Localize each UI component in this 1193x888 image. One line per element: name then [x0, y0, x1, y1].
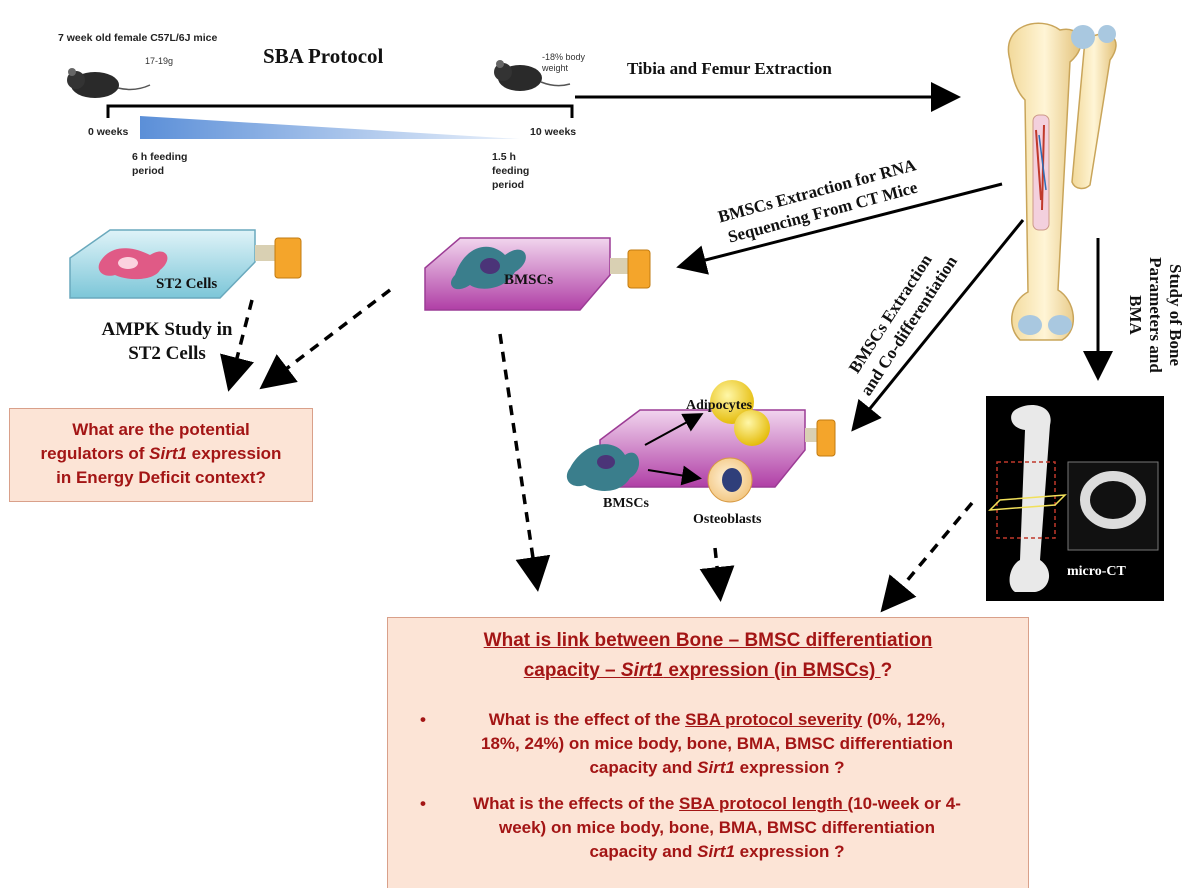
question-left-box: What are the potential regulators of Sir…	[9, 408, 313, 502]
codiff-arrow	[851, 219, 1025, 432]
study-label-line1: Study of Bone	[1166, 263, 1185, 367]
mouse-start-weight: 17-19g	[145, 56, 174, 66]
study-label-line3: BMA	[1126, 295, 1145, 335]
end-feeding-label: 1.5 h feeding period	[492, 151, 530, 191]
end-week-label: 10 weeks	[530, 126, 577, 138]
bmsc-flask-label: BMSCs	[504, 272, 554, 288]
st2-flask	[69, 229, 302, 299]
mouse-end-weight: -18% body weight	[542, 52, 586, 73]
question-severity: • What is the effect of the SBA protocol…	[420, 710, 953, 777]
st2-flask-label: ST2 Cells	[156, 276, 218, 292]
feeding-gradient	[140, 116, 520, 139]
bmscs-cell-label: BMSCs	[603, 496, 649, 511]
ampk-label: AMPK Study in ST2 Cells	[62, 318, 272, 366]
question-left-line3: in Energy Deficit context?	[56, 468, 266, 487]
mouse-end-icon	[494, 60, 571, 91]
adipocytes-label: Adipocytes	[686, 398, 753, 413]
question-main-heading-line1: What is link between Bone – BMSC differe…	[483, 630, 933, 651]
rna-arrow	[676, 182, 1003, 275]
question-length: • What is the effects of the SBA protoco…	[420, 794, 961, 861]
osteoblasts-label: Osteoblasts	[693, 512, 762, 527]
study-label-line2: Parameters and	[1146, 257, 1165, 373]
ampk-label-line1: AMPK Study in	[101, 319, 233, 340]
question-main-heading-line2: capacity – Sirt1 expression (in BMSCs) ?	[523, 660, 893, 681]
ampk-label-line2: ST2 Cells	[128, 343, 206, 364]
codiff-flask	[566, 380, 836, 503]
start-week-label: 0 weeks	[88, 126, 129, 138]
extraction-label: Tibia and Femur Extraction	[627, 59, 832, 78]
bmsc-flask	[424, 237, 651, 311]
microct-panel	[986, 396, 1164, 601]
question-left-line1: What are the potential	[72, 420, 250, 439]
mouse-start-label: 7 week old female C57L/6J mice	[58, 32, 218, 44]
question-main-heading: What is link between Bone – BMSC differe…	[388, 626, 1028, 686]
microct-label: micro-CT	[1067, 564, 1126, 579]
protocol-title: SBA Protocol	[263, 44, 384, 68]
question-main-box: What is link between Bone – BMSC differe…	[387, 617, 1029, 888]
question-left-line2: regulators of Sirt1 expression	[40, 444, 282, 463]
timeline	[106, 104, 574, 139]
mouse-start-icon	[67, 68, 151, 98]
start-feeding-label: 6 h feeding period	[132, 151, 188, 177]
dashed-arrows	[220, 288, 974, 613]
bone-illustration	[1007, 22, 1117, 341]
study-label: Study of Bone Parameters and BMA	[1125, 230, 1185, 400]
